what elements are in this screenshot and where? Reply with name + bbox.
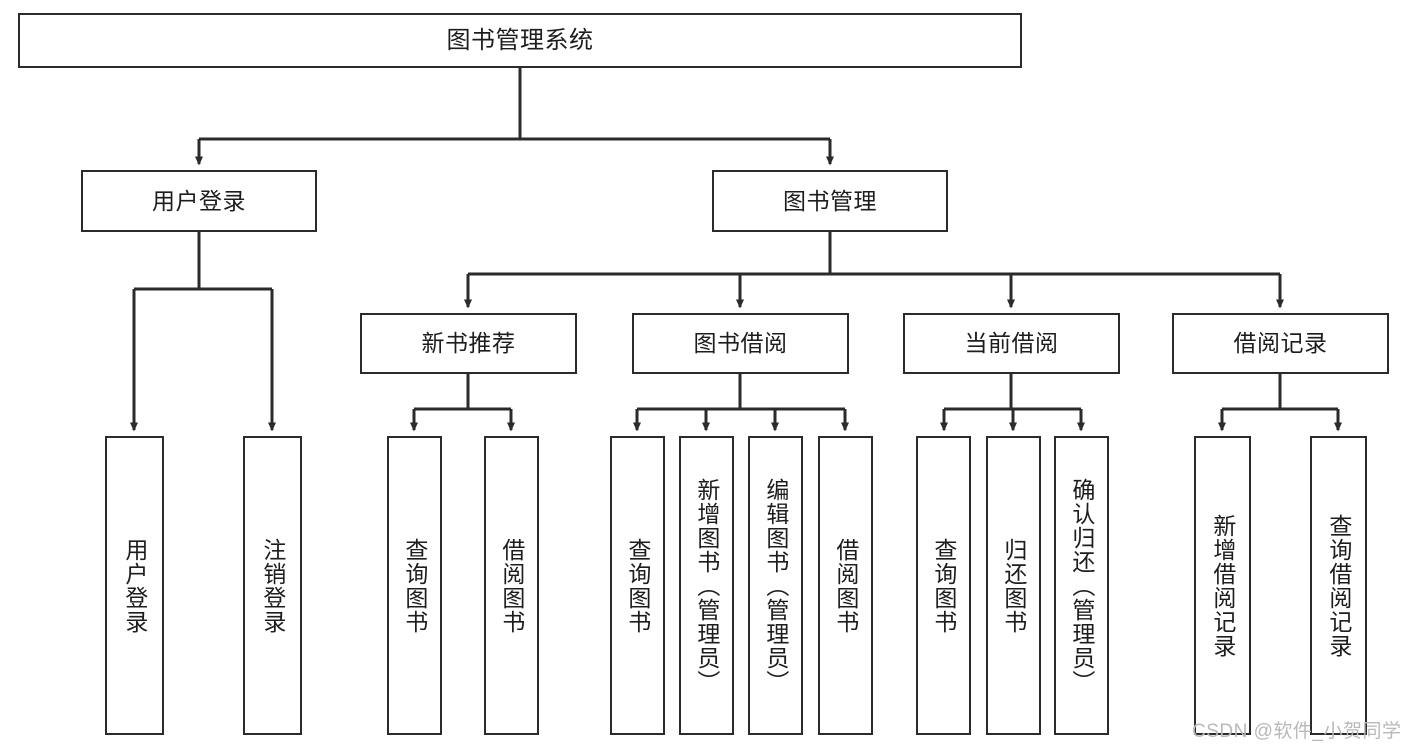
node-leaf-logout[interactable]: 注销登录 [243,436,302,735]
node-current-borrow[interactable]: 当前借阅 [903,313,1120,374]
node-label: 确认归还（管理员） [1068,477,1095,694]
node-leaf-confirm-return-admin[interactable]: 确认归还（管理员） [1054,436,1109,735]
node-label: 图书管理 [783,187,877,214]
node-label: 查询图书 [624,537,651,634]
node-leaf-add-book-admin[interactable]: 新增图书（管理员） [679,436,734,735]
node-label: 编辑图书（管理员） [762,477,789,694]
node-label: 新书推荐 [421,330,516,357]
node-label: 图书管理系统 [446,26,594,54]
node-user-login[interactable]: 用户登录 [81,170,317,232]
node-label: 新增借阅记录 [1209,513,1236,658]
node-label: 新增图书（管理员） [693,477,720,694]
node-leaf-query-book-borrow[interactable]: 查询图书 [610,436,665,735]
node-book-management[interactable]: 图书管理 [712,170,948,232]
node-label: 借阅图书 [832,537,859,634]
node-label: 查询图书 [401,537,428,634]
node-leaf-query-borrow-record[interactable]: 查询借阅记录 [1310,436,1367,735]
node-label: 注销登录 [259,537,286,634]
node-label: 查询借阅记录 [1325,513,1352,658]
node-leaf-borrow-book[interactable]: 借阅图书 [818,436,873,735]
node-label: 借阅图书 [498,537,525,634]
node-borrow-record[interactable]: 借阅记录 [1172,313,1389,374]
node-leaf-query-book-recommendation[interactable]: 查询图书 [387,436,442,735]
node-label: 归还图书 [1000,537,1027,634]
node-label: 用户登录 [121,537,148,634]
node-leaf-user-login[interactable]: 用户登录 [105,436,164,735]
node-label: 图书借阅 [693,330,788,357]
node-leaf-query-book-current[interactable]: 查询图书 [916,436,971,735]
node-leaf-add-borrow-record[interactable]: 新增借阅记录 [1194,436,1251,735]
node-book-borrow[interactable]: 图书借阅 [632,313,849,374]
node-label: 用户登录 [152,187,246,214]
node-label: 当前借阅 [964,330,1059,357]
csdn-watermark: CSDN @软件_小贺同学 [1192,721,1402,742]
node-leaf-edit-book-admin[interactable]: 编辑图书（管理员） [748,436,803,735]
node-label: 查询图书 [930,537,957,634]
node-new-book-recommendation[interactable]: 新书推荐 [360,313,577,374]
node-label: 借阅记录 [1233,330,1328,357]
node-root-book-management-system[interactable]: 图书管理系统 [18,13,1022,68]
node-leaf-borrow-book-recommendation[interactable]: 借阅图书 [484,436,539,735]
node-leaf-return-book[interactable]: 归还图书 [986,436,1041,735]
